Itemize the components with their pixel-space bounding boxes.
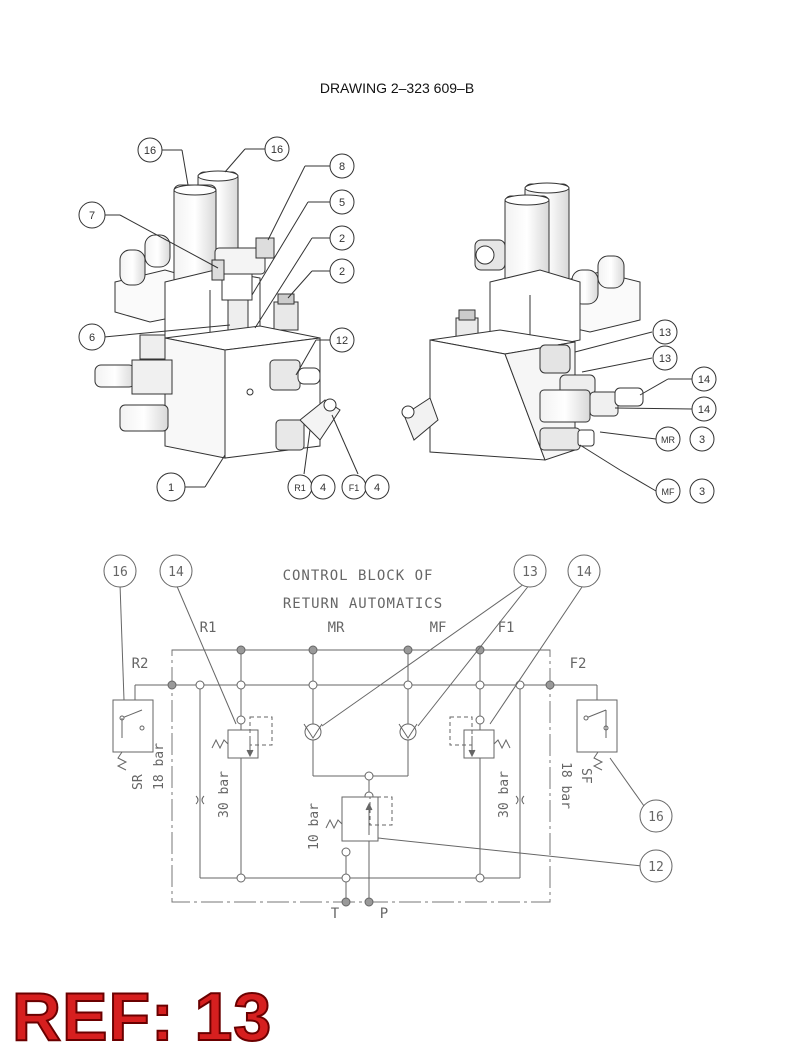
callout-label: 13	[659, 327, 671, 339]
callout-label: 13	[659, 353, 671, 365]
callout-14-right: 14	[576, 565, 592, 580]
relief-valve-left	[211, 716, 273, 759]
port-label-r1: R1	[200, 620, 217, 636]
callout-label: 16	[271, 144, 283, 156]
schematic-labels: CONTROL BLOCK OF RETURN AUTOMATICS R1 MR…	[112, 565, 664, 922]
port-label-r2: R2	[132, 656, 149, 672]
callout-label: 8	[339, 161, 345, 173]
callout-label: 7	[89, 210, 95, 222]
valve-label-sr-bar: 18 bar	[152, 743, 167, 790]
callout-16-left: 16	[112, 565, 128, 580]
callout-label: 14	[698, 374, 710, 386]
callout-label: 2	[339, 233, 345, 245]
callout-label: 6	[89, 332, 95, 344]
port-label-f2: F2	[570, 656, 587, 672]
pressure-switch-sf	[576, 699, 618, 771]
port-label-mr: MR	[328, 620, 345, 636]
valve-label-sf-bar: 18 bar	[558, 762, 573, 809]
callout-label: 14	[698, 404, 710, 416]
port-label-p: P	[380, 906, 388, 922]
port-label-mf: MF	[430, 620, 447, 636]
valve-label-left-bar: 30 bar	[217, 771, 232, 818]
schematic-title-line1: CONTROL BLOCK OF	[283, 568, 434, 584]
relief-valve-right	[449, 716, 511, 759]
left-view-callout-labels: 16 16 8 5 2 2 7 6 12 1 R1 4 F1 4	[89, 144, 380, 494]
block-boundary	[171, 649, 551, 903]
callout-label: 5	[339, 197, 345, 209]
callout-label: 4	[374, 482, 380, 494]
valve-label-sf: SF	[578, 768, 593, 784]
callout-label: 12	[336, 335, 348, 347]
callout-label: 4	[320, 482, 326, 494]
callout-label: 2	[339, 266, 345, 278]
valve-label-sr: SR	[131, 774, 146, 790]
schematic-title-line2: RETURN AUTOMATICS	[283, 596, 443, 612]
callout-label: 3	[699, 434, 705, 446]
callout-14-left: 14	[168, 565, 184, 580]
ref-label: REF: 13	[11, 978, 273, 1056]
callout-label: R1	[294, 483, 306, 493]
drawing-title: DRAWING 2–323 609–B	[319, 80, 475, 96]
callout-label: 16	[144, 145, 156, 157]
check-valves	[303, 723, 418, 741]
right-isometric-view	[401, 182, 717, 504]
valve-label-center-bar: 10 bar	[307, 803, 322, 850]
pressure-switch-sr	[112, 699, 154, 771]
callout-label: 1	[168, 482, 174, 494]
callout-label: MF	[662, 487, 675, 497]
callout-label: F1	[349, 483, 360, 493]
valve-label-right-bar: 30 bar	[497, 771, 512, 818]
port-label-t: T	[331, 906, 340, 922]
callout-label: 3	[699, 486, 705, 498]
callout-12: 12	[648, 860, 664, 875]
port-label-f1: F1	[498, 620, 515, 636]
left-isometric-view	[78, 136, 390, 502]
relief-valve-center	[325, 796, 393, 842]
callout-13: 13	[522, 565, 538, 580]
callout-16-right: 16	[648, 810, 664, 825]
callout-label: MR	[661, 435, 675, 445]
right-view-callout-labels: 13 13 14 14 MR 3 MF 3	[659, 327, 710, 498]
hydraulic-schematic	[103, 554, 673, 907]
